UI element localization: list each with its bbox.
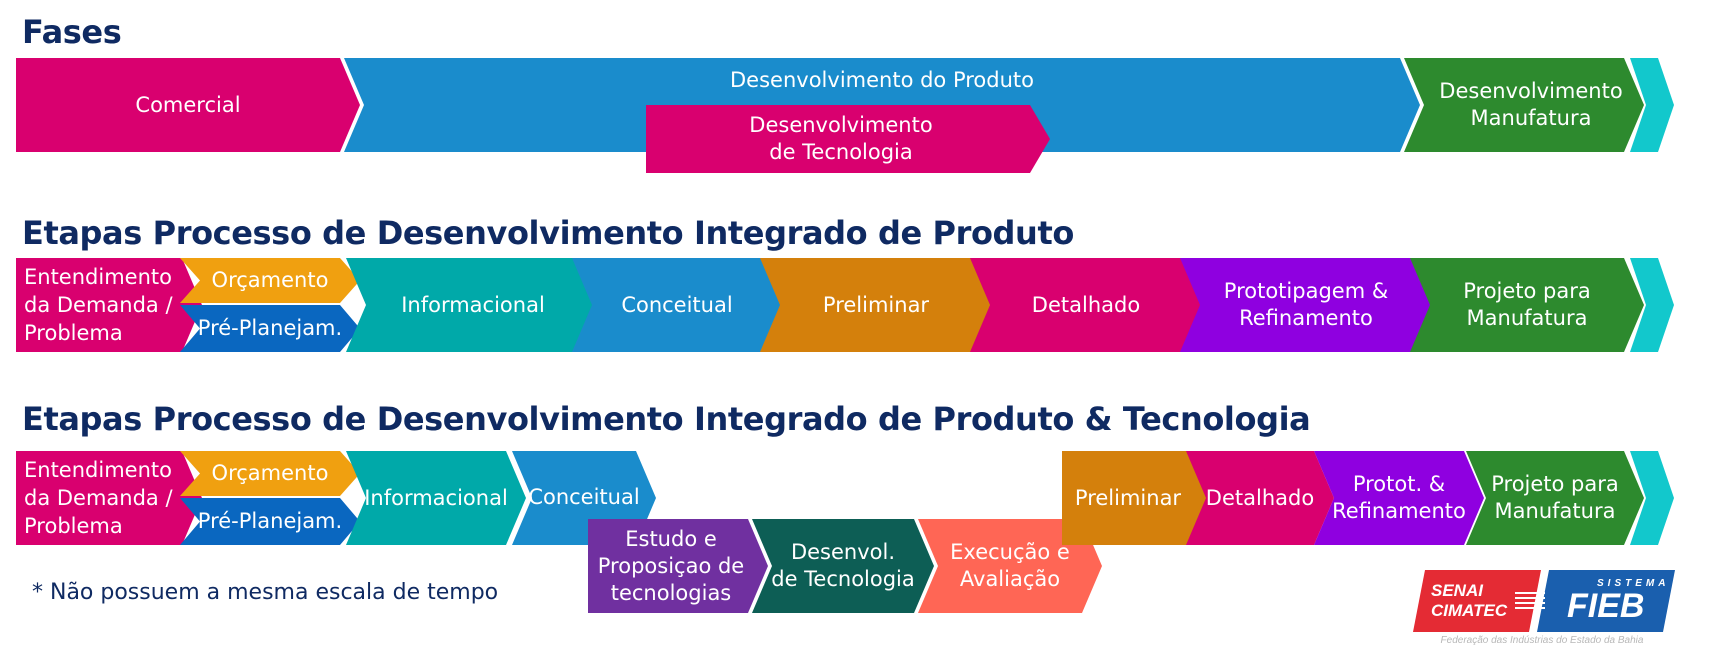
produto-preliminar: Preliminar bbox=[760, 258, 992, 352]
fase-desenvolvimento-tecnologia: Desenvolvimento de Tecnologia bbox=[646, 105, 1050, 173]
pt-conceitual: Conceitual bbox=[512, 451, 656, 545]
produto-entendimento-label: Entendimento da Demanda / Problema bbox=[24, 265, 173, 345]
logo-caption: Federação das Indústrias do Estado da Ba… bbox=[1440, 635, 1644, 646]
senai-cimatec-mark: SENAI CIMATEC bbox=[1413, 570, 1541, 632]
produto-pre-planejamento: Pré-Planejam. bbox=[180, 305, 360, 352]
produto-informacional-label: Informacional bbox=[401, 292, 545, 317]
logo-fieb-text: FIEB bbox=[1567, 587, 1645, 625]
produto-prototipagem-label: Prototipagem & Refinamento bbox=[1223, 279, 1389, 330]
produto-projeto-manufatura: Projeto para Manufatura bbox=[1410, 258, 1644, 352]
produto-detalhado: Detalhado bbox=[970, 258, 1202, 352]
produto-prototipagem: Prototipagem & Refinamento bbox=[1180, 258, 1432, 352]
pt-execucao-label: Execução e Avaliação bbox=[950, 540, 1070, 591]
produto-orcamento: Orçamento bbox=[180, 258, 360, 303]
logo-cimatec-text: CIMATEC bbox=[1431, 601, 1508, 620]
pt-protot: Protot. & Refinamento bbox=[1314, 451, 1484, 545]
pt-desenvol-tecnologia-label: Desenvol. de Tecnologia bbox=[771, 540, 915, 591]
pt-protot-label: Protot. & Refinamento bbox=[1332, 472, 1466, 523]
fase-desenvolvimento-tecnologia-label: Desenvolvimento de Tecnologia bbox=[749, 113, 933, 164]
pt-preliminar-label: Preliminar bbox=[1074, 485, 1182, 510]
pt-estudo-label: Estudo e Proposiçao de tecnologias bbox=[597, 526, 745, 605]
pt-orcamento-label: Orçamento bbox=[211, 461, 329, 485]
pt-preliminar: Preliminar bbox=[1062, 451, 1208, 545]
pt-detalhado: Detalhado bbox=[1186, 451, 1334, 545]
produto-conceitual: Conceitual bbox=[572, 258, 782, 352]
produto-orcamento-label: Orçamento bbox=[211, 268, 329, 292]
fase-desenvolvimento-manufatura-label: Desenvolvimento Manufatura bbox=[1439, 79, 1623, 130]
pt-pre-planejamento-label: Pré-Planejam. bbox=[197, 509, 343, 533]
produto-projeto-manufatura-label: Projeto para Manufatura bbox=[1463, 279, 1591, 330]
fase-comercial-label: Comercial bbox=[135, 92, 241, 117]
produto-informacional: Informacional bbox=[346, 258, 600, 352]
pt-projeto-manufatura: Projeto para Manufatura bbox=[1466, 451, 1644, 545]
pt-pre-planejamento: Pré-Planejam. bbox=[180, 498, 360, 545]
logo-senai-text: SENAI bbox=[1431, 581, 1483, 600]
produto-detalhado-label: Detalhado bbox=[1031, 292, 1141, 317]
produto-entendimento: Entendimento da Demanda / Problema bbox=[16, 258, 202, 352]
fase-desenvolvimento-produto-label: Desenvolvimento do Produto bbox=[730, 68, 1034, 92]
pt-conceitual-label: Conceitual bbox=[528, 485, 640, 509]
logo-sistema-text: SISTEMA bbox=[1597, 578, 1670, 589]
footnote: * Não possuem a mesma escala de tempo bbox=[32, 580, 499, 605]
fase-comercial: Comercial bbox=[16, 58, 360, 152]
pt-desenvol-tecnologia: Desenvol. de Tecnologia bbox=[752, 519, 934, 613]
produto-preliminar-label: Preliminar bbox=[822, 292, 930, 317]
fieb-mark: SISTEMA FIEB bbox=[1537, 570, 1675, 632]
produto-pre-planejamento-label: Pré-Planejam. bbox=[197, 316, 343, 340]
produto-conceitual-label: Conceitual bbox=[621, 292, 733, 317]
pt-estudo: Estudo e Proposiçao de tecnologias bbox=[588, 519, 768, 613]
logo-stripes-icon bbox=[1515, 592, 1545, 609]
pt-detalhado-label: Detalhado bbox=[1205, 485, 1315, 510]
section-title-fases: Fases bbox=[22, 13, 122, 51]
pt-projeto-manufatura-label: Projeto para Manufatura bbox=[1491, 472, 1619, 523]
pt-entendimento: Entendimento da Demanda / Problema bbox=[16, 451, 202, 545]
senai-fieb-logo: SENAI CIMATEC SISTEMA FIEB Federação das… bbox=[1405, 570, 1675, 652]
pt-informacional: Informacional bbox=[346, 451, 526, 545]
pt-orcamento: Orçamento bbox=[180, 451, 360, 496]
section-title-produto: Etapas Processo de Desenvolvimento Integ… bbox=[22, 214, 1074, 252]
section-title-produto-tecnologia: Etapas Processo de Desenvolvimento Integ… bbox=[22, 400, 1311, 438]
pt-entendimento-label: Entendimento da Demanda / Problema bbox=[24, 458, 173, 538]
pt-informacional-label: Informacional bbox=[364, 485, 508, 510]
fase-desenvolvimento-manufatura: Desenvolvimento Manufatura bbox=[1404, 58, 1644, 152]
